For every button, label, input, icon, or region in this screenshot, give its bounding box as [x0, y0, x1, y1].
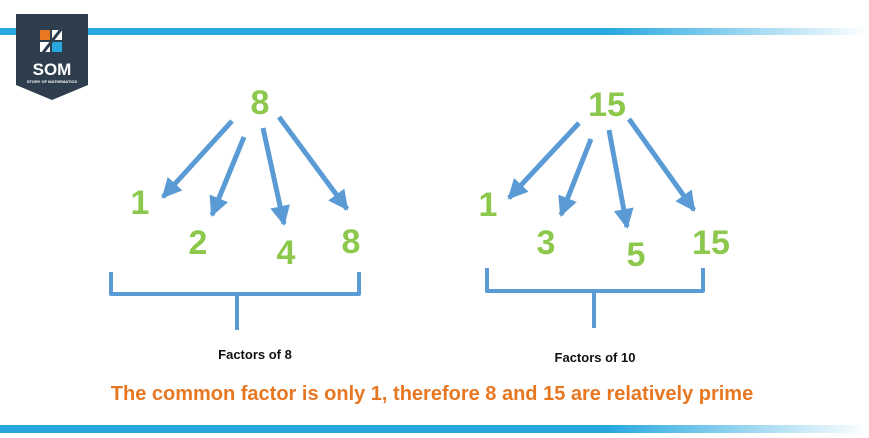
right-arrow-4	[626, 117, 697, 212]
left-caption: Factors of 8	[218, 347, 292, 362]
left-factor-4: 8	[342, 223, 361, 261]
left-factor-2: 2	[189, 224, 208, 262]
right-arrow-1	[507, 121, 581, 200]
logo-name: SOM	[33, 60, 72, 79]
right-factor-1: 1	[479, 186, 498, 224]
right-factor-2: 3	[537, 224, 556, 262]
conclusion-text: The common factor is only 1, therefore 8…	[111, 383, 753, 405]
left-arrow-1	[161, 119, 234, 199]
right-factor-3: 5	[627, 236, 646, 274]
right-arrow-3	[606, 129, 634, 229]
top-band	[0, 28, 869, 35]
left-arrow-2	[209, 136, 247, 217]
som-logo: SOM STORY OF MATHEMATICS	[16, 14, 88, 100]
left-tree: 8 1 2 4 8 Factors of 8	[109, 84, 361, 362]
left-root-number: 8	[251, 84, 270, 122]
left-factor-1: 1	[131, 184, 150, 222]
bottom-band	[0, 425, 869, 433]
right-arrow-2	[558, 138, 594, 217]
logo-tagline: STORY OF MATHEMATICS	[27, 79, 78, 84]
right-brace	[485, 268, 705, 328]
logo-mark-icon	[40, 27, 64, 55]
right-root-number: 15	[588, 86, 626, 124]
left-arrow-3	[260, 127, 290, 226]
left-factor-3: 4	[277, 234, 296, 272]
left-brace	[109, 272, 361, 330]
right-caption: Factors of 10	[555, 350, 636, 365]
left-arrow-4	[276, 115, 350, 211]
right-tree: 15 1 3 5 15 Factors of 10	[479, 86, 730, 365]
right-factor-4: 15	[692, 224, 730, 262]
